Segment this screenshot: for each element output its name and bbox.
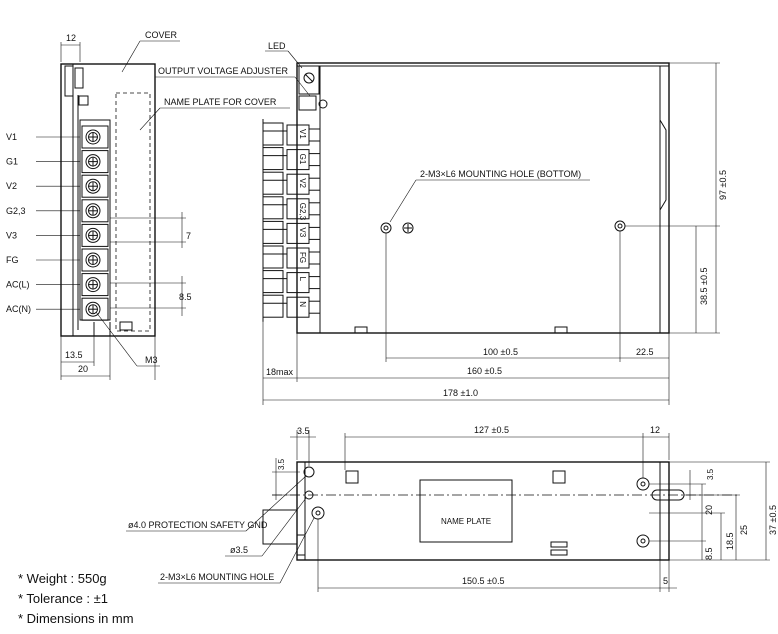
dim-150-5: 150.5 ±0.5	[462, 576, 504, 586]
d35-label: ø3.5	[230, 545, 248, 555]
dim-18max: 18max	[266, 367, 294, 377]
side-terminal-label: FG	[6, 255, 19, 265]
terminal-block	[79, 119, 111, 321]
front-terminal: G2,3	[262, 196, 321, 221]
dim-pitch-8-5: 8.5	[179, 292, 192, 302]
dim-20-r: 20	[704, 505, 714, 515]
front-terminal-label: V1	[298, 129, 307, 139]
dim-22-5: 22.5	[636, 347, 654, 357]
front-terminal-label: G1	[298, 154, 307, 165]
nameplate-cover-label: NAME PLATE FOR COVER	[164, 97, 277, 107]
dim-18-5: 18.5	[725, 532, 735, 550]
side-terminal-label: V1	[6, 132, 17, 142]
ova-label: OUTPUT VOLTAGE ADJUSTER	[158, 66, 289, 76]
side-terminal-screw	[81, 125, 109, 149]
dim-178: 178 ±1.0	[443, 388, 478, 398]
front-terminal: L	[262, 270, 321, 294]
front-terminal: N	[262, 294, 321, 318]
top-view: LED OUTPUT VOLTAGE ADJUSTER V1G1V2G2,3V3…	[155, 41, 728, 405]
dim-pitch-7: 7	[186, 231, 191, 241]
front-terminal: FG	[262, 245, 321, 269]
name-plate	[419, 479, 513, 543]
note-dimensions: * Dimensions in mm	[18, 611, 134, 626]
side-terminal-label: AC(N)	[6, 304, 31, 314]
front-terminal-label: N	[298, 301, 307, 307]
note-tolerance: * Tolerance : ±1	[18, 591, 108, 606]
front-terminal-label: L	[298, 277, 307, 282]
side-terminal-label: V3	[6, 230, 17, 240]
dim-160: 160 ±0.5	[467, 366, 502, 376]
front-terminal-label: V2	[298, 178, 307, 188]
top-view-outline	[296, 62, 670, 334]
side-terminal-label: AC(L)	[6, 280, 30, 290]
dim-b-12: 12	[650, 425, 660, 435]
side-terminal-screw	[81, 150, 109, 174]
side-terminal-screw	[81, 174, 109, 198]
side-view: 12 COVER NAME PLATE FOR COVER 7 8.5 13.5…	[60, 30, 290, 380]
cover-label: COVER	[145, 30, 178, 40]
dim-37: 37 ±0.5	[768, 505, 778, 535]
side-terminal-screw	[81, 297, 109, 321]
front-terminal: V1	[262, 122, 321, 146]
dim-r-3-5: 3.5	[706, 468, 715, 480]
m3-label: M3	[145, 355, 158, 365]
side-terminal-label: G2,3	[6, 206, 26, 216]
front-terminal-label: V3	[298, 227, 307, 237]
dim-b-3-5: 3.5	[297, 426, 310, 436]
side-terminal-screw	[81, 273, 109, 297]
dim-100: 100 ±0.5	[483, 347, 518, 357]
front-terminal-label: FG	[298, 252, 307, 263]
front-terminal: V2	[262, 171, 321, 195]
bottom-view: NAME PLATE 3.5 127 ±0.5 12 3.5	[126, 425, 778, 592]
side-terminal-screw	[81, 248, 109, 272]
side-view-outline	[60, 63, 156, 337]
led-label: LED	[268, 41, 286, 51]
dim-97: 97 ±0.5	[718, 170, 728, 200]
name-plate-label: NAME PLATE	[441, 517, 491, 526]
mount-bottom-label: 2-M3×L6 MOUNTING HOLE (BOTTOM)	[420, 169, 581, 179]
dim-13-5: 13.5	[65, 350, 83, 360]
side-terminal-screws	[81, 125, 109, 321]
protection-gnd-label: ø4.0 PROTECTION SAFETY GND	[128, 520, 268, 530]
bottom-view-outline	[296, 461, 670, 561]
dim-side-top: 12	[66, 33, 76, 43]
dim-127: 127 ±0.5	[474, 425, 509, 435]
dim-20: 20	[78, 364, 88, 374]
dim-8-5-r: 8.5	[704, 547, 714, 560]
nameplate-cover-outline	[115, 92, 151, 332]
side-terminal-screw	[81, 223, 109, 247]
dim-25: 25	[739, 525, 749, 535]
front-terminal-label: G2,3	[298, 203, 307, 221]
side-terminal-label: G1	[6, 157, 18, 167]
dim-l-3-5: 3.5	[277, 458, 286, 470]
note-weight: * Weight : 550g	[18, 571, 107, 586]
mount-hole-label: 2-M3×L6 MOUNTING HOLE	[160, 572, 274, 582]
dim-b-5: 5	[663, 576, 668, 586]
dim-38-5: 38.5 ±0.5	[699, 268, 709, 305]
front-terminal: V3	[262, 220, 321, 244]
side-terminal-label: V2	[6, 181, 17, 191]
front-terminal: G1	[262, 147, 321, 171]
side-terminal-screw	[81, 199, 109, 223]
